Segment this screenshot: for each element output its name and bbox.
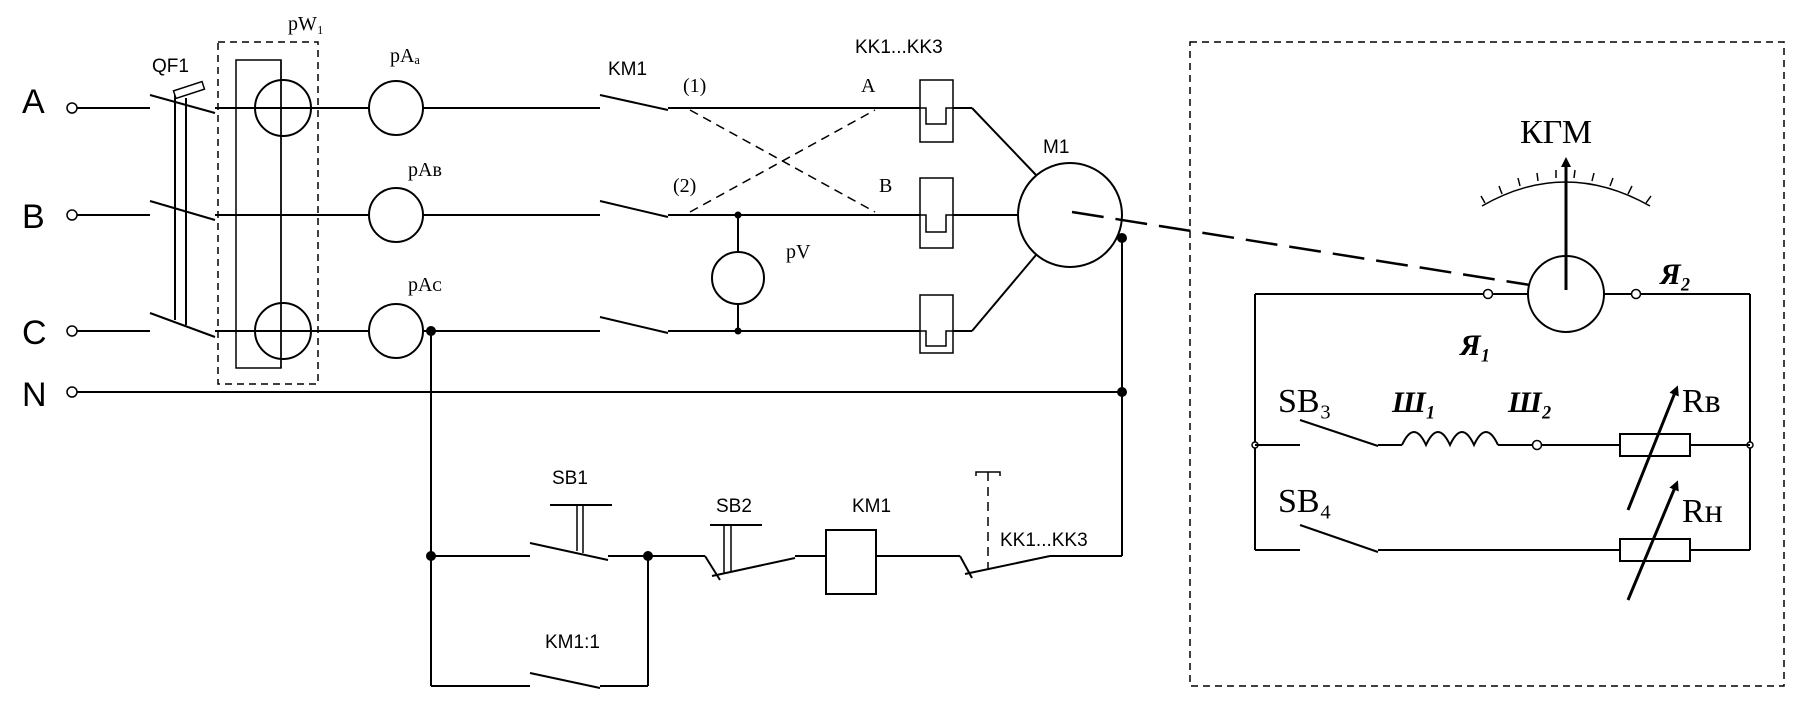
ammeter-b-label: pAʙ bbox=[408, 159, 442, 181]
control-circuit: SB1 KM1:1 SB2 KM1 bbox=[426, 331, 1122, 689]
pushbutton-sb2: SB2 bbox=[648, 496, 826, 581]
ya2-label: Я₂ bbox=[1659, 258, 1691, 291]
generator-frame bbox=[1189, 41, 1785, 687]
sb2-label: SB2 bbox=[716, 496, 752, 517]
terminal-n bbox=[66, 386, 78, 398]
breaker-label: QF1 bbox=[152, 56, 189, 77]
thermal-relay-3 bbox=[919, 294, 954, 354]
wattmeter-pw1: pW₁ bbox=[217, 13, 370, 385]
cross-label-2: (2) bbox=[673, 175, 696, 197]
ammeters: pAₐ pAʙ pAᴄ bbox=[368, 45, 600, 359]
thermal-relay-contacts: KK1...KK3 bbox=[959, 471, 1122, 579]
phase-inputs: A B C N bbox=[22, 83, 78, 414]
rn-label: Rʜ bbox=[1682, 493, 1723, 530]
generator-panel: КГМ Я₁ Я₂ bbox=[1189, 41, 1785, 687]
ya1-label: Я₁ bbox=[1459, 329, 1491, 362]
sh1-label: Ш₁ bbox=[1391, 386, 1436, 419]
contactor-label: KM1 bbox=[608, 59, 647, 80]
phase-label-c: C bbox=[22, 314, 47, 352]
voltmeter-circle bbox=[711, 251, 765, 305]
thermal-relay-2 bbox=[919, 177, 954, 249]
cross-label-a: A bbox=[861, 75, 876, 97]
wattmeter-frame bbox=[217, 41, 319, 385]
rv-label: Rʙ bbox=[1682, 383, 1721, 420]
phase-label-b: B bbox=[22, 198, 45, 236]
meter-kgm: КГМ bbox=[1480, 114, 1652, 290]
branch-sb4: SB₄ Rʜ bbox=[1255, 480, 1750, 601]
phase-label-a: A bbox=[22, 83, 45, 121]
thermal-relays-label: KK1...KK3 bbox=[855, 37, 943, 58]
branch-sb3: SB₃ Ш₁ Ш₂ Rʙ bbox=[1255, 383, 1750, 511]
terminal-c bbox=[66, 325, 78, 337]
holding-contact-label: KM1:1 bbox=[545, 632, 600, 653]
field-winding-coil bbox=[1401, 431, 1499, 448]
rheostat-rn-arrow bbox=[1626, 480, 1679, 601]
meter-label: КГМ bbox=[1520, 114, 1592, 151]
thermal-relay-1 bbox=[919, 79, 954, 143]
terminal-b bbox=[66, 209, 78, 221]
contactor-coil-km1: KM1 bbox=[825, 496, 960, 595]
sb1-label: SB1 bbox=[552, 468, 588, 489]
voltmeter-label: pV bbox=[786, 241, 811, 263]
sb4-label: SB₄ bbox=[1278, 483, 1331, 520]
cross-label-b: B bbox=[879, 175, 892, 197]
thermal-relays: KK1...KK3 bbox=[855, 37, 1018, 354]
motor-label: M1 bbox=[1043, 137, 1069, 158]
phase-label-n: N bbox=[22, 376, 47, 414]
wattmeter-label: pW₁ bbox=[288, 13, 324, 35]
motor-m1: M1 bbox=[971, 107, 1531, 556]
cross-label-1: (1) bbox=[683, 75, 706, 97]
rheostat-rv-arrow bbox=[1626, 385, 1679, 511]
voltmeter-pv: pV bbox=[711, 211, 811, 335]
relays-contact-label: KK1...KK3 bbox=[1000, 530, 1088, 551]
mechanical-coupling bbox=[1071, 210, 1531, 287]
sb3-label: SB₃ bbox=[1278, 383, 1331, 420]
holding-contact-km1: KM1:1 bbox=[529, 632, 648, 689]
coil-label: KM1 bbox=[852, 496, 891, 517]
pushbutton-sb1: SB1 bbox=[529, 468, 648, 561]
coil-box bbox=[825, 529, 877, 595]
breaker-qf1: QF1 bbox=[149, 56, 370, 338]
terminal-a bbox=[66, 102, 78, 114]
input-wires bbox=[77, 107, 1122, 393]
ammeter-c-label: pAᴄ bbox=[408, 274, 442, 296]
ammeter-c bbox=[368, 303, 424, 359]
ammeter-a bbox=[368, 80, 424, 136]
motor-circle bbox=[1017, 162, 1123, 268]
resistor-rn bbox=[1619, 538, 1691, 562]
phase-swap-cross: (1) (2) A B bbox=[673, 75, 892, 213]
contactor-km1: KM1 bbox=[599, 59, 920, 334]
ammeter-b bbox=[368, 187, 424, 243]
ammeter-a-label: pAₐ bbox=[390, 45, 420, 67]
sh2-label: Ш₂ bbox=[1507, 386, 1552, 419]
armature: Я₁ Я₂ bbox=[1459, 255, 1750, 362]
